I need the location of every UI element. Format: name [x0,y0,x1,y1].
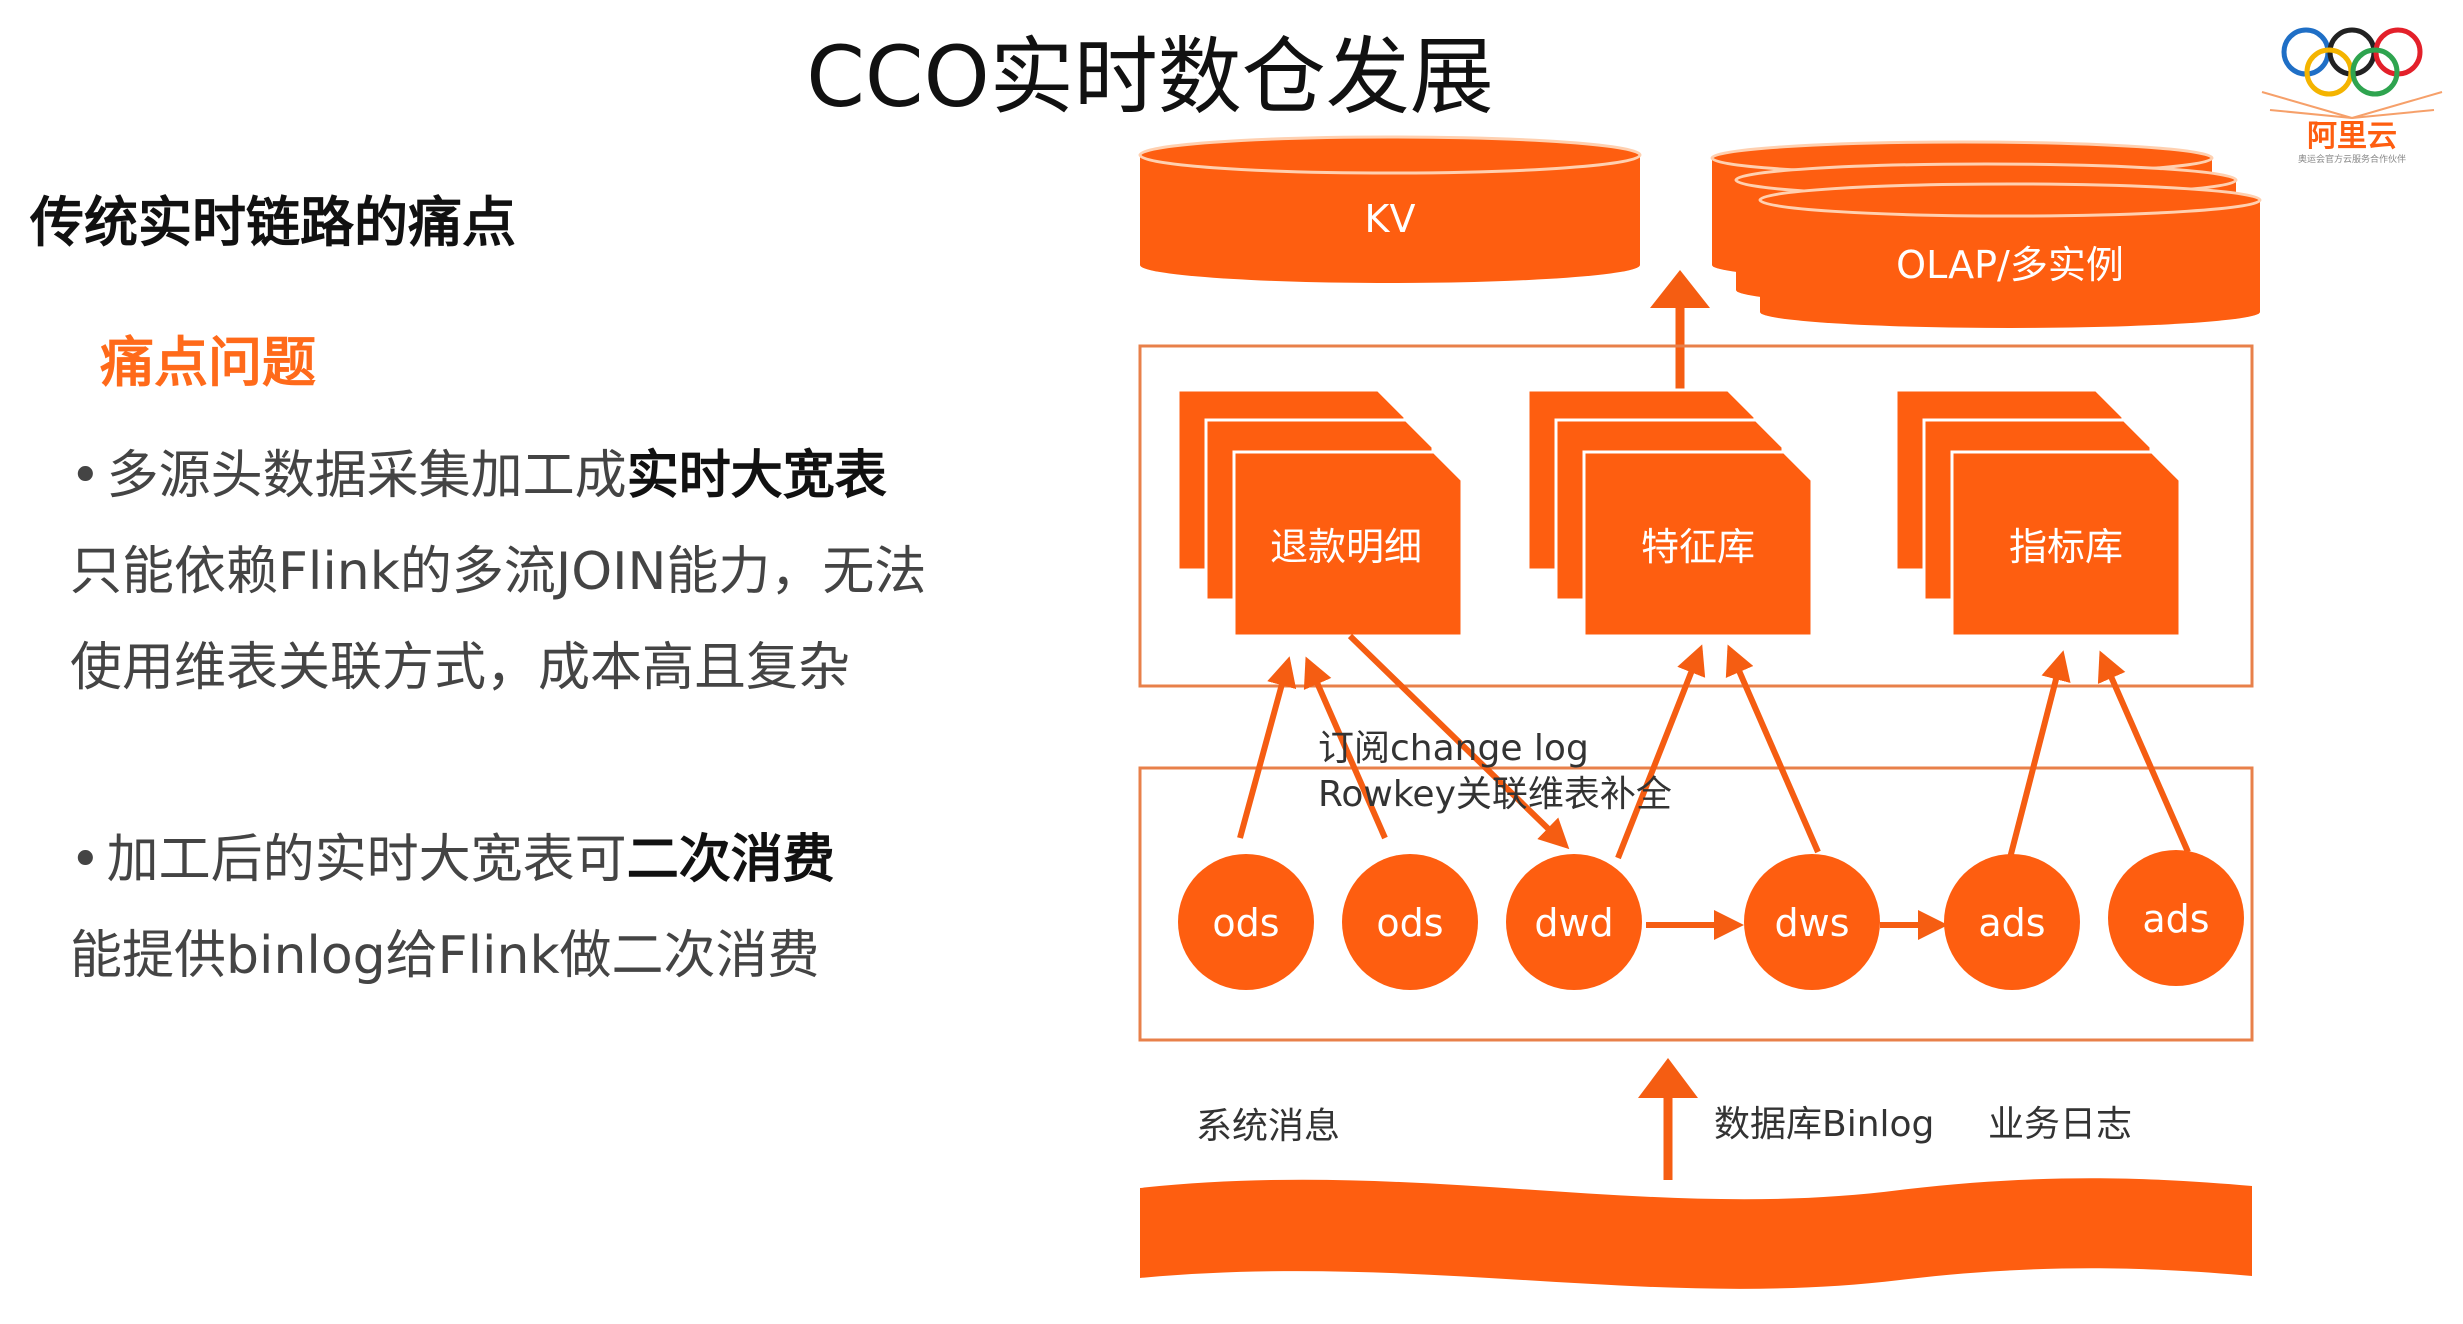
annotation-line2: Rowkey关联维表补全 [1318,774,1672,815]
logo-brand: 阿里云 [2307,119,2397,154]
layer-node-dws: dws [1744,854,1880,990]
input-arrowhead [1638,1058,1698,1098]
arrow-refund-to-dwd [1347,633,1570,850]
pain-point-1-bold: 实时大宽表 [626,446,887,506]
node-label: ads [1978,901,2045,945]
node-label: ods [1376,901,1443,945]
olap-storage-cylinder: OLAP/多实例 [1710,140,2262,328]
bullet-icon: • [70,446,101,506]
pain-point-2-lead: 加工后的实时大宽表可 [106,830,627,890]
logo-sunburst [2261,91,2443,119]
node-label: dws [1775,901,1850,945]
pain-point-2-line1: •加工后的实时大宽表可二次消费 [70,812,835,908]
table-label-feature: 特征库 [1641,525,1755,569]
pain-point-1: •多源头数据采集加工成实时大宽表 只能依赖Flink的多流JOIN能力，无法 使… [70,428,926,716]
node-label: dwd [1534,901,1613,945]
bullet-icon: • [70,830,101,890]
pain-point-1-line3: 使用维表关联方式，成本高且复杂 [70,638,851,698]
annotation-line1: 订阅change log [1318,728,1589,769]
table-stack-feature: 特征库 [1526,388,1814,638]
pain-point-1-line1: •多源头数据采集加工成实时大宽表 [70,428,926,524]
pain-point-2-line2: 能提供binlog给Flink做二次消费 [70,926,820,986]
arrow-dws-to-feature [1725,644,1821,854]
pain-point-1-lead: 多源头数据采集加工成 [106,446,627,506]
olap-label: OLAP/多实例 [1896,243,2124,287]
data-source-wave-band [1140,1178,2252,1289]
pain-point-2: •加工后的实时大宽表可二次消费 能提供binlog给Flink做二次消费 [70,812,835,1004]
layer-nodes-frame [1138,766,2254,1042]
table-stack-refund: 退款明细 [1176,388,1464,638]
section-heading: 传统实时链路的痛点 [30,191,516,254]
flow-arrows [1237,633,2191,940]
aliyun-olympic-logo: 阿里云 奥运会官方云服务合作伙伴 [2261,27,2443,165]
layer-node-ods-2: ods [1342,854,1478,990]
node-label: ads [2142,897,2209,941]
result-tables-frame [1138,344,2254,688]
arrow-dwd-to-feature [1615,644,1706,860]
layer-node-ads-1: ads [1944,854,2080,990]
layer-node-dwd: dwd [1506,854,1642,990]
arrow-ads2-to-metric [2097,650,2191,854]
logo-tagline: 奥运会官方云服务合作伙伴 [2298,153,2406,165]
layer-node-ads-2: ads [2108,850,2244,986]
table-stack-metric: 指标库 [1894,388,2182,638]
kv-label: KV [1365,197,1416,241]
source-db-binlog: 数据库Binlog [1714,1104,1934,1145]
arrow-ods2-to-refund [1303,656,1388,840]
source-business-logs: 业务日志 [1988,1104,2132,1145]
kv-storage-cylinder: KV [1138,135,1642,283]
pain-point-1-line2: 只能依赖Flink的多流JOIN能力，无法 [70,542,927,602]
pain-points-label: 痛点问题 [100,331,316,394]
layer-node-ods-1: ods [1178,854,1314,990]
source-system-messages: 系统消息 [1196,1106,1340,1147]
output-arrowhead [1650,270,1710,308]
table-label-metric: 指标库 [2009,525,2123,569]
arrow-ads1-to-metric [2007,650,2071,859]
pain-point-2-bold: 二次消费 [626,830,835,890]
page-title: CCO实时数仓发展 [806,28,1494,126]
arrow-ods1-to-refund [1237,656,1297,839]
table-label-refund: 退款明细 [1270,525,1422,569]
node-label: ods [1212,901,1279,945]
